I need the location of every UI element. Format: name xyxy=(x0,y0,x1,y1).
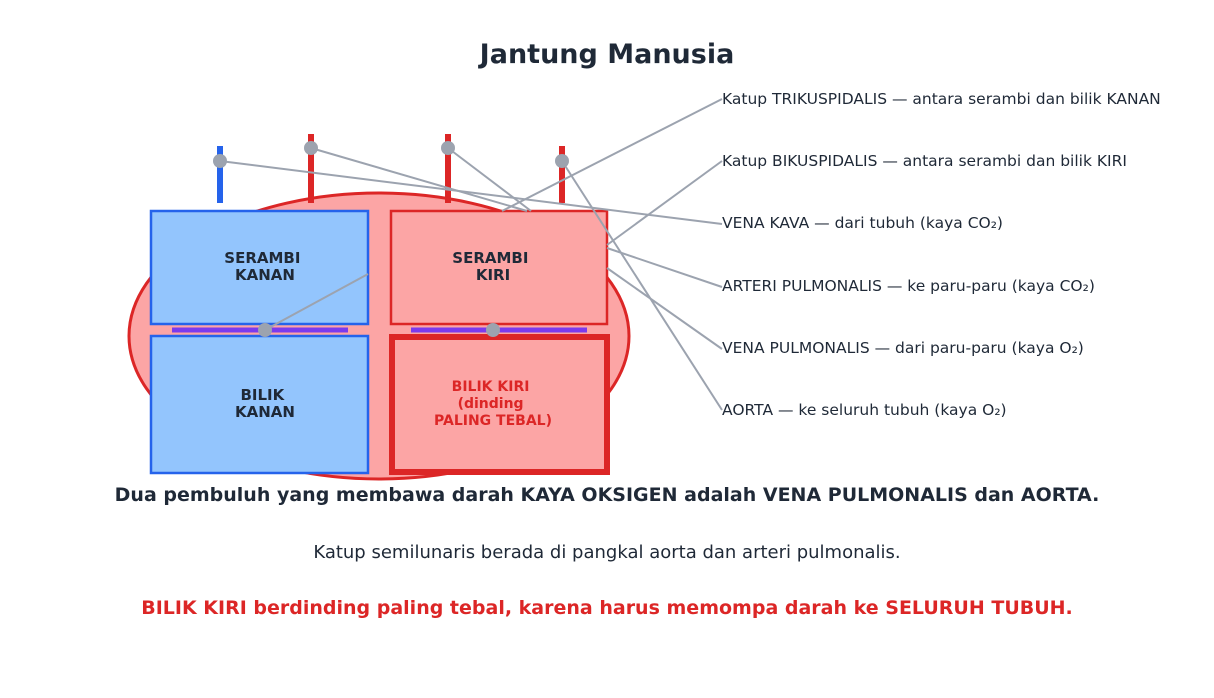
anchor-dot-tricuspid xyxy=(258,323,272,337)
leader-lines xyxy=(219,98,723,411)
leader-line-trikuspidalis xyxy=(264,273,369,331)
valve-note: Katup semilunaris berada di pangkal aort… xyxy=(313,542,901,563)
annotation-trikuspidalis: Katup TRIKUSPIDALIS — antara serambi dan… xyxy=(722,90,1161,108)
leader-line-aorta-2 xyxy=(606,267,723,350)
anchor-dot-vena-kava xyxy=(213,154,227,168)
anchor-dot-bicuspid xyxy=(486,323,500,337)
left-atrium-label: SERAMBI KIRI xyxy=(452,249,533,284)
anchor-dot-aorta xyxy=(441,141,455,155)
leader-line-vena-pulmonalis xyxy=(561,160,723,411)
page-title: Jantung Manusia xyxy=(478,39,735,70)
annotation-aorta: AORTA — ke seluruh tubuh (kaya O₂) xyxy=(722,401,1007,419)
annotation-bikuspidalis: Katup BIKUSPIDALIS — antara serambi dan … xyxy=(722,152,1127,170)
right-atrium xyxy=(149,209,370,326)
leader-line-arteri-pulmonalis xyxy=(310,147,528,212)
leader-line-bikuspidalis xyxy=(606,160,723,246)
anchor-dot-arteri-pulmonalis xyxy=(304,141,318,155)
oxygen-note: Dua pembuluh yang membawa darah KAYA OKS… xyxy=(114,484,1100,506)
anchor-dot-vena-pulmonalis xyxy=(555,154,569,168)
annotation-vena-pulmonalis: VENA PULMONALIS — dari paru-paru (kaya O… xyxy=(722,339,1084,357)
anchor-dots xyxy=(213,141,569,337)
left-ventricle-label: BILIK KIRI (dinding PALING TEBAL) xyxy=(434,379,552,429)
right-atrium-label: SERAMBI KANAN xyxy=(224,249,305,284)
leader-line-arteri-pulmonalis-2 xyxy=(606,247,723,288)
leader-line-aorta xyxy=(447,147,532,212)
annotation-vena-kava: VENA KAVA — dari tubuh (kaya CO₂) xyxy=(722,214,1003,232)
right-ventricle xyxy=(149,334,370,475)
ventricle-note: BILIK KIRI berdinding paling tebal, kare… xyxy=(141,597,1073,619)
leader-line-trikuspidalis-2 xyxy=(501,98,723,212)
left-atrium xyxy=(389,209,609,326)
right-ventricle-label: BILIK KANAN xyxy=(235,386,295,421)
leader-line-vena-kava xyxy=(219,160,723,225)
annotation-arteri-pulmonalis: ARTERI PULMONALIS — ke paru-paru (kaya C… xyxy=(722,277,1095,295)
left-ventricle xyxy=(389,334,610,475)
